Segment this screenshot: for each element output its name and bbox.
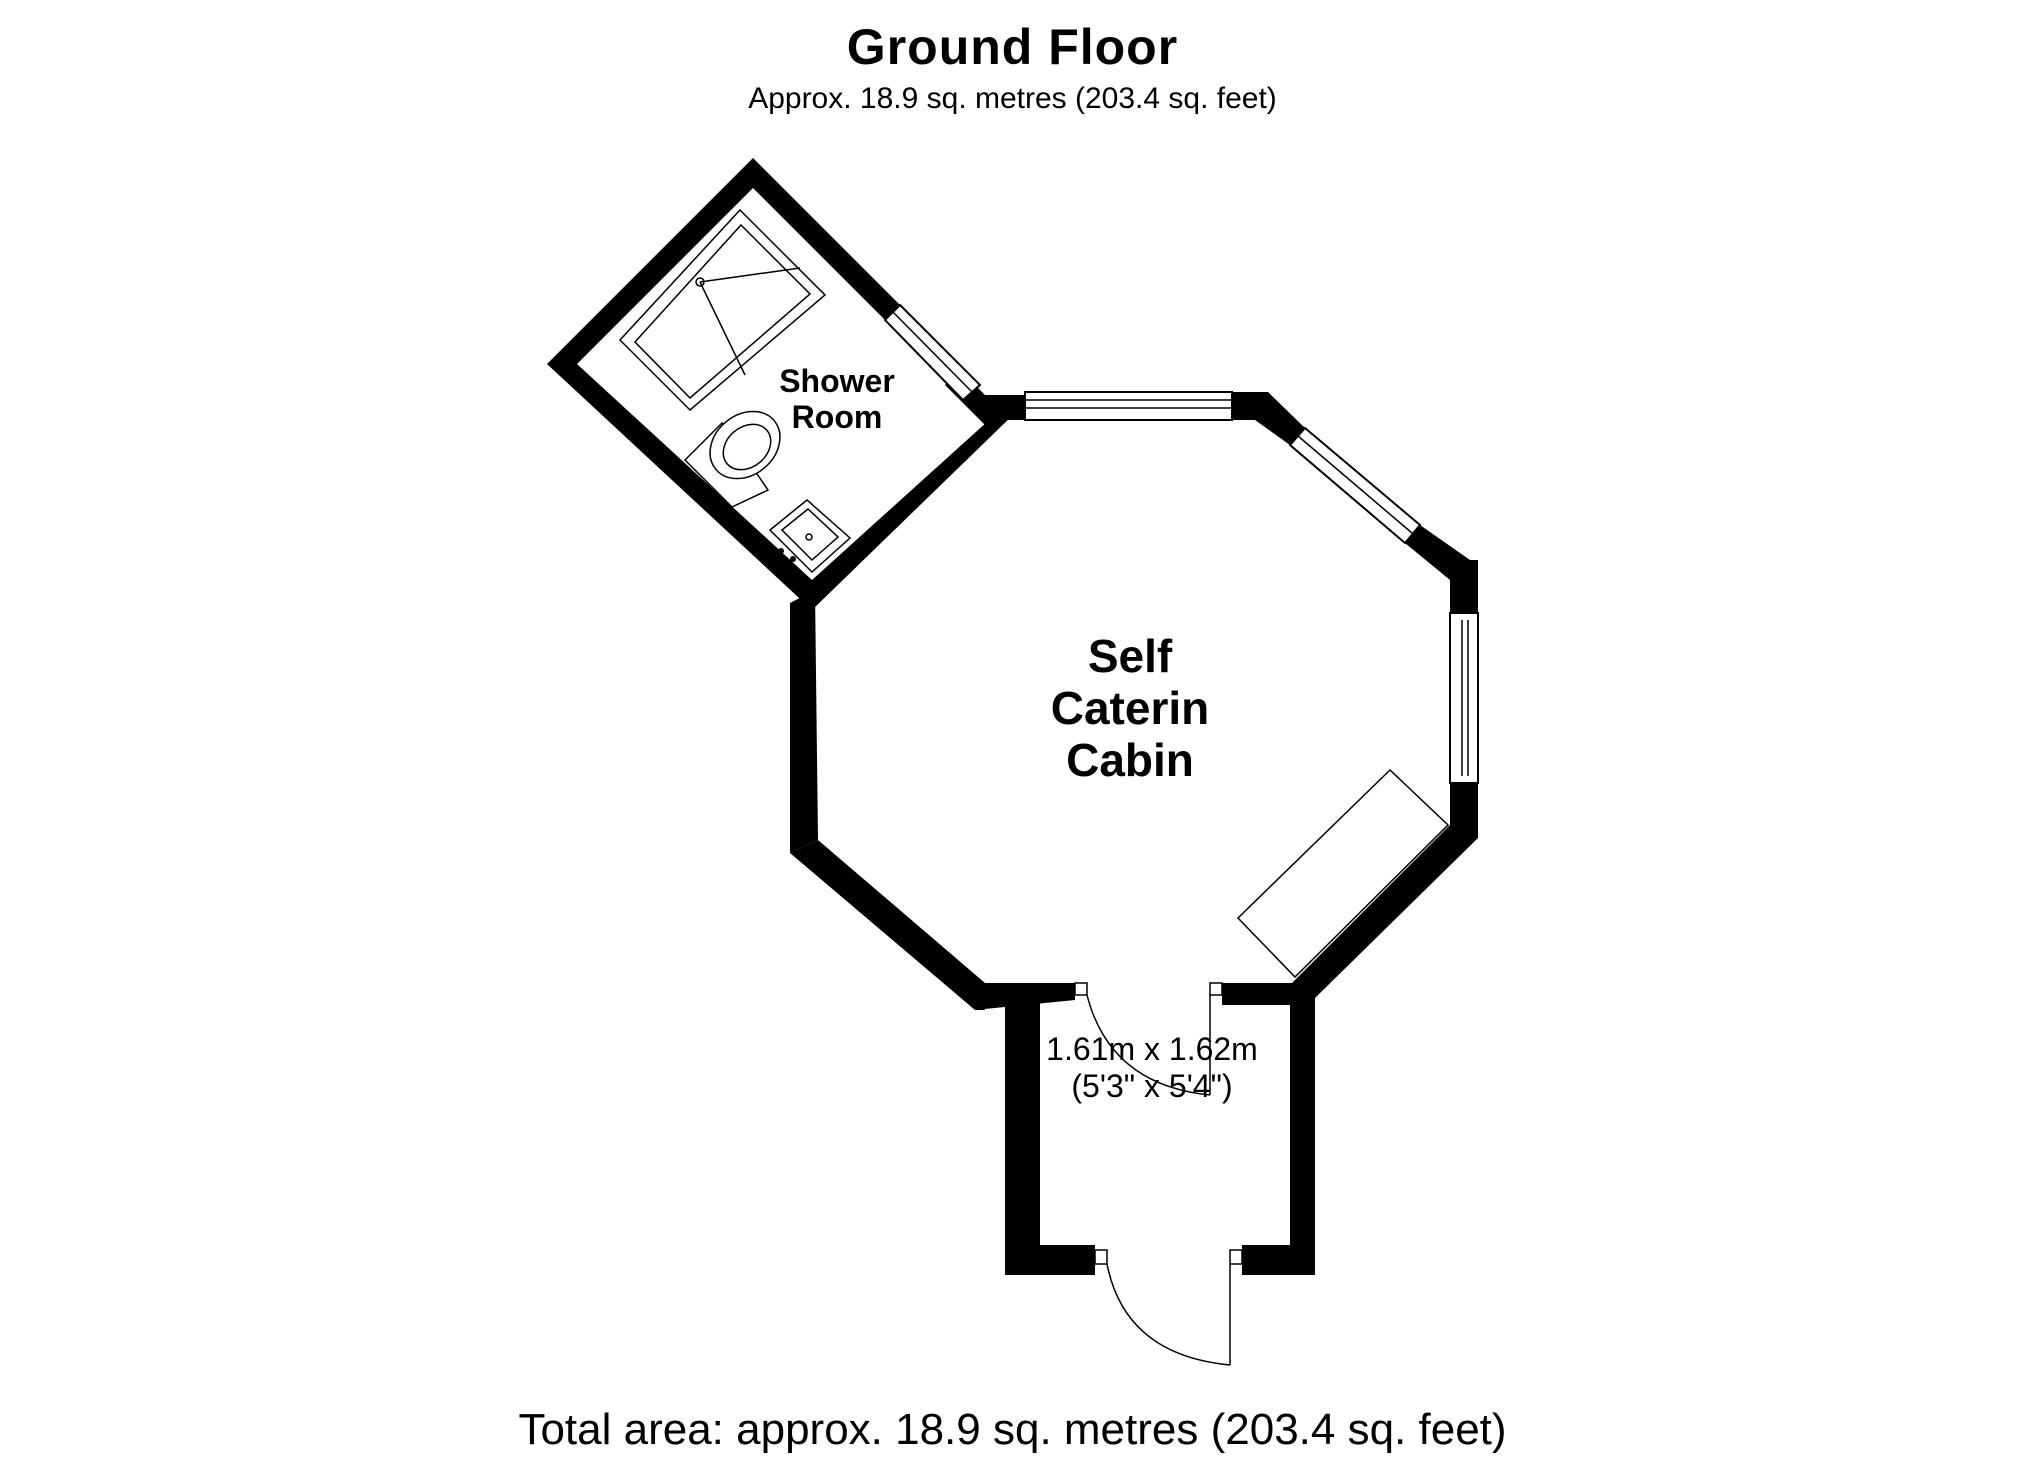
shower-room-window [883, 303, 982, 402]
cabin-wall-top-right [1232, 392, 1305, 445]
inner-door [1074, 982, 1223, 1096]
cabin-label-line2: Caterin [1051, 682, 1209, 734]
cabin-label-line1: Self [1088, 630, 1173, 682]
cabin-window-diagonal [1288, 426, 1422, 545]
porch-wall-right [1222, 983, 1315, 1275]
cabin-walls [790, 392, 1478, 1010]
porch-wall-left [1005, 983, 1095, 1275]
cabin-wall-right [1290, 783, 1478, 998]
shower-room [547, 158, 1016, 610]
outer-door [1094, 1249, 1243, 1366]
cabin-wall-left [790, 590, 818, 853]
porch-dimension-metric: 1.61m x 1.62m [1046, 1031, 1258, 1067]
shower-room-wall-right [812, 412, 1016, 610]
wash-basin [768, 499, 852, 574]
shower-room-label-line1: Shower [779, 363, 895, 399]
cabin-window-right [1449, 612, 1479, 784]
porch-dimension-imperial: (5'3" x 5'4") [1071, 1068, 1232, 1104]
floor-area-subtitle: Approx. 18.9 sq. metres (203.4 sq. feet) [748, 82, 1277, 115]
shower-tray [618, 208, 827, 412]
shower-room-wall-left [547, 364, 812, 610]
floor-title: Ground Floor [846, 19, 1179, 75]
toilet [683, 410, 781, 508]
kitchen-counter [1236, 768, 1450, 979]
shower-room-wall-top [547, 158, 900, 364]
total-area: Total area: approx. 18.9 sq. metres (203… [518, 1405, 1507, 1454]
cabin-wall-top-left [985, 395, 1025, 420]
cabin-window-top [1024, 391, 1233, 421]
shower-room-label-line2: Room [792, 399, 883, 435]
porch [1005, 982, 1315, 1366]
cabin-wall-upper-right [1405, 525, 1478, 613]
cabin-label-line3: Cabin [1066, 734, 1194, 786]
cabin-wall-lower-left [790, 840, 985, 1010]
